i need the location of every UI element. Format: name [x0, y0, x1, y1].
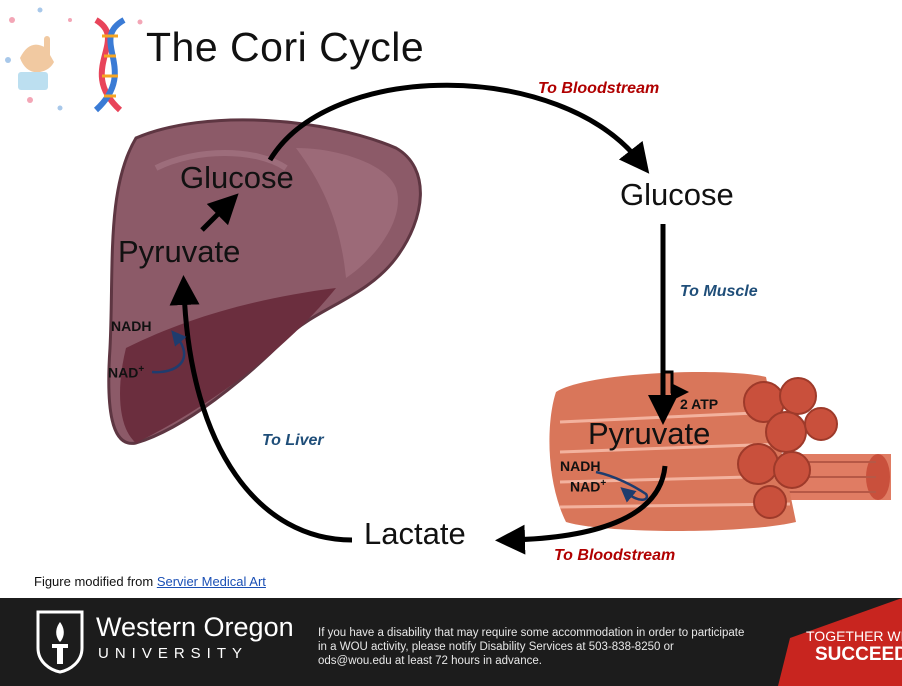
arrow-to-liver — [184, 290, 352, 540]
tagline-line-2: SUCCEED — [815, 644, 902, 666]
university-subtitle: UNIVERSITY — [98, 645, 248, 662]
disability-notice: If you have a disability that may requir… — [318, 626, 748, 668]
liver-glucose-label: Glucose — [180, 160, 294, 196]
atp-label: 2 ATP — [680, 396, 718, 412]
arrow-liver-nad — [152, 336, 184, 372]
servier-link[interactable]: Servier Medical Art — [157, 574, 266, 589]
to-liver-label: To Liver — [262, 432, 324, 450]
liver-pyruvate-label: Pyruvate — [118, 234, 240, 270]
figure-credit: Figure modified from Servier Medical Art — [34, 574, 266, 589]
liver-nad-label: NAD+ — [108, 364, 144, 381]
arrow-pyruvate-glucose — [202, 204, 228, 230]
arrow-atp — [663, 372, 680, 392]
muscle-nad-label: NAD+ — [570, 478, 606, 495]
tagline-line-1: TOGETHER WE — [806, 628, 902, 644]
to-muscle-label: To Muscle — [680, 283, 758, 301]
university-name: Western Oregon — [96, 612, 294, 643]
muscle-pyruvate-label: Pyruvate — [588, 416, 710, 452]
blood-glucose-label: Glucose — [620, 177, 734, 213]
lactate-label: Lactate — [364, 516, 466, 552]
to-bloodstream-bottom-label: To Bloodstream — [554, 547, 675, 565]
wou-torch-logo-icon — [32, 608, 88, 674]
to-bloodstream-top-label: To Bloodstream — [538, 80, 659, 98]
muscle-nadh-label: NADH — [560, 458, 600, 474]
liver-nadh-label: NADH — [111, 318, 151, 334]
footer: Western Oregon UNIVERSITY If you have a … — [0, 598, 902, 686]
